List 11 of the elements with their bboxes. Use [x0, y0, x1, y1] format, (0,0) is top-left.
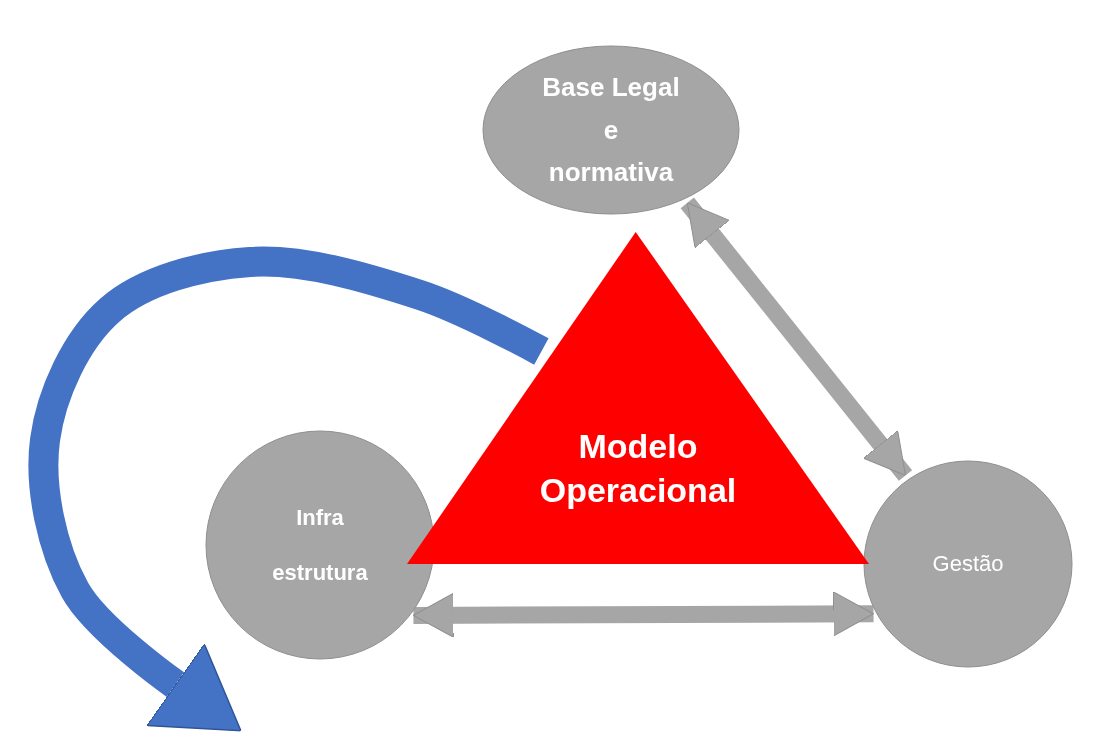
curved-arrow: [28, 246, 549, 732]
ellipse-node: [863, 460, 1073, 668]
node-label: Gestão: [932, 549, 1004, 578]
double-arrow: [680, 197, 913, 481]
node-label: Base Legal e normativa: [542, 70, 680, 190]
double-arrow: [412, 591, 875, 638]
node-label: Modelo Operacional: [538, 425, 738, 511]
ellipse-node: [482, 45, 740, 215]
node-label: Infra estrutura: [271, 504, 369, 587]
ellipse-node: [205, 430, 435, 660]
triangle-node: [407, 232, 869, 564]
